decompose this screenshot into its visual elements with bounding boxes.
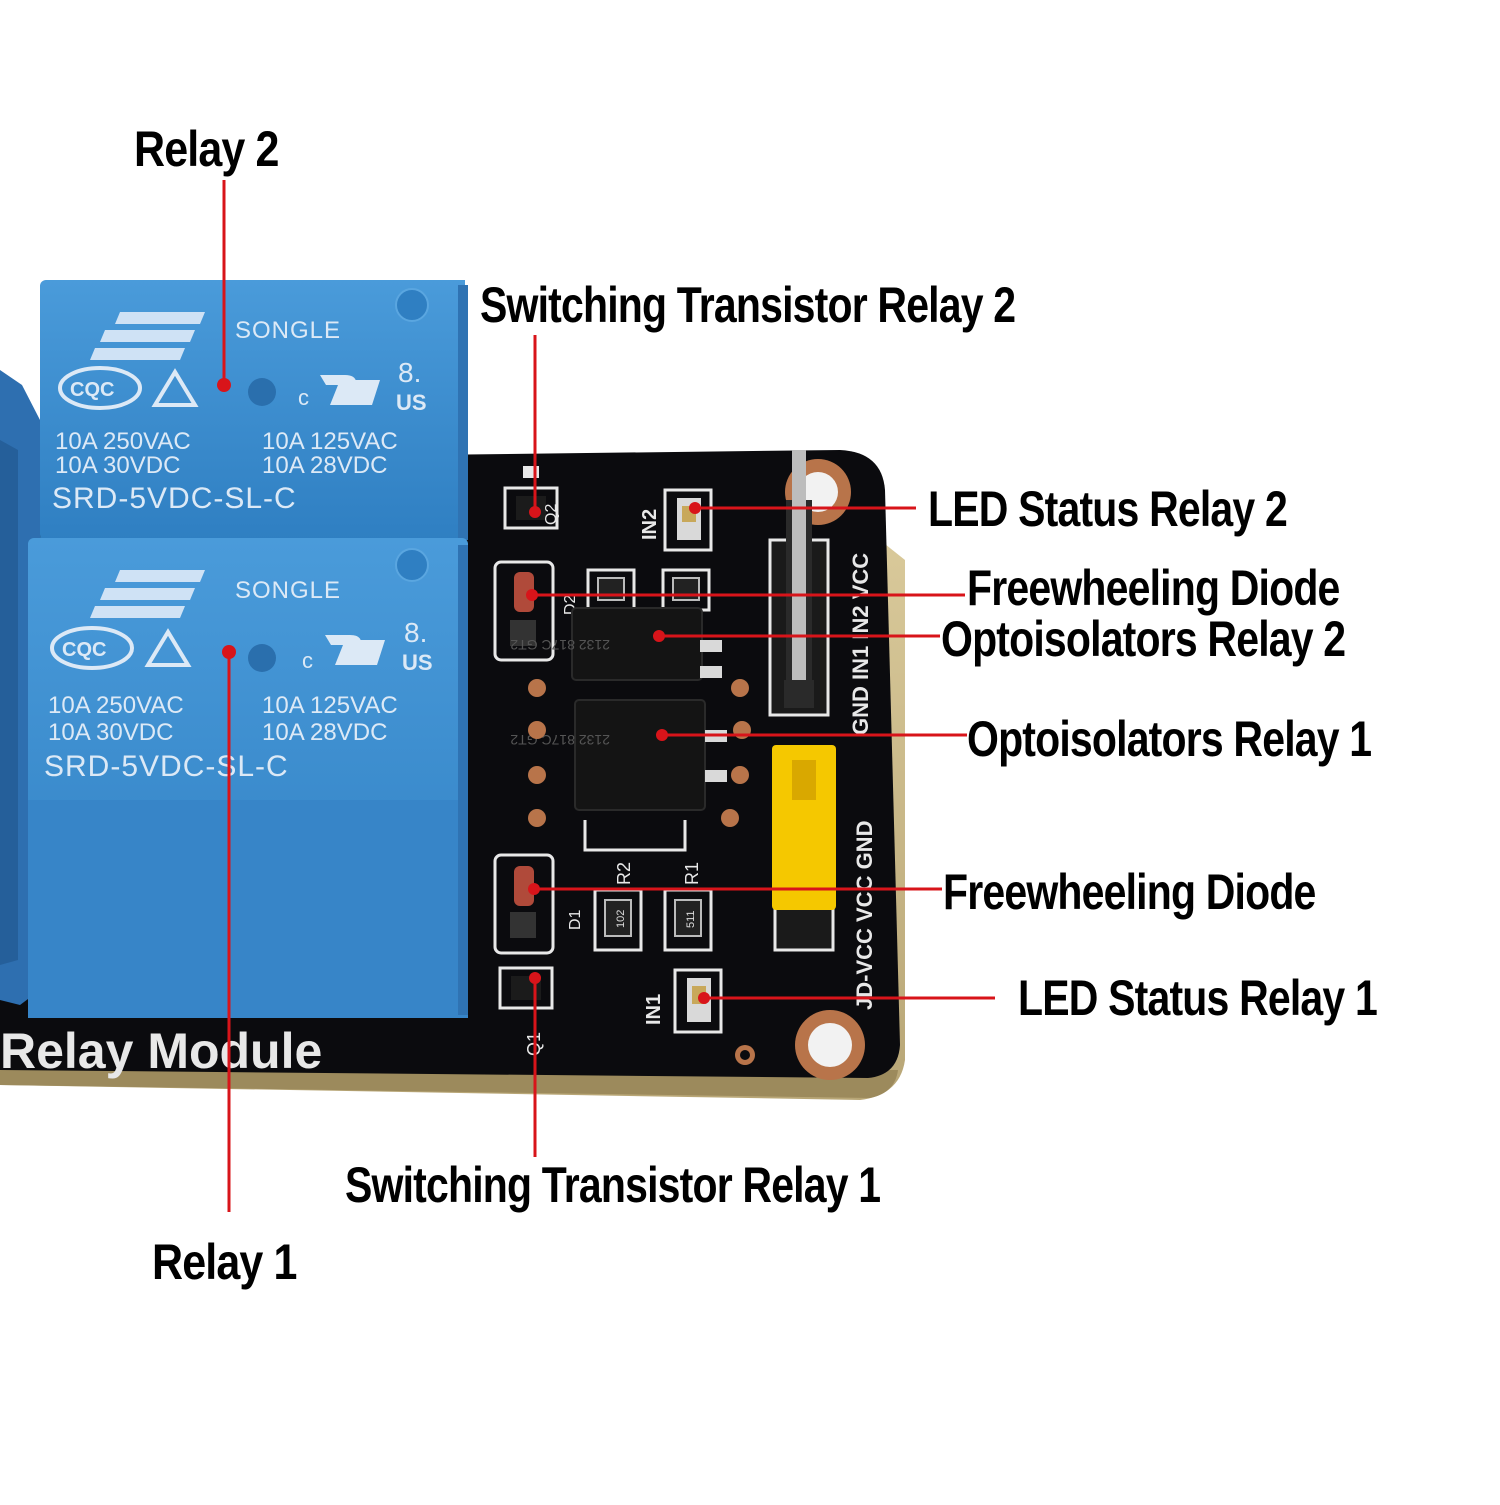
relay-2: SONGLE 8. US CQC c 10A 250VAC 10A 125VAC… bbox=[40, 280, 468, 540]
header-in-labels: GND IN1 IN2 VCC bbox=[848, 553, 873, 735]
relay-2-brand: SONGLE bbox=[235, 317, 341, 344]
callout-led-relay-2: LED Status Relay 2 bbox=[928, 481, 1288, 537]
pcb-components: Q2 IN2 D2 2132 817C GT2 bbox=[493, 450, 877, 1056]
relay-2-rating-2l: 10A 30VDC bbox=[55, 452, 180, 479]
relay-1-rating-2l: 10A 30VDC bbox=[48, 719, 173, 746]
opto-code-bottom: 2132 817C GT2 bbox=[510, 732, 610, 748]
callout-transistor-relay-2: Switching Transistor Relay 2 bbox=[480, 277, 1016, 333]
silkscreen-title: Relay Module bbox=[0, 1023, 322, 1079]
label-r2: R2 bbox=[614, 862, 634, 885]
resistor-lower-pair: 102 511 R2 R1 bbox=[593, 862, 713, 952]
relay-1-model: SRD-5VDC-SL-C bbox=[44, 750, 289, 783]
callout-relay-2: Relay 2 bbox=[134, 121, 279, 177]
resistor-code-upper: 511 bbox=[685, 910, 697, 928]
relay-2-rating-1l: 10A 250VAC bbox=[55, 428, 191, 455]
relay-1-rating-1r: 10A 125VAC bbox=[262, 692, 398, 719]
relay-2-mark: 8. bbox=[398, 357, 421, 388]
jumper-header: JD-VCC VCC GND bbox=[772, 745, 877, 1010]
diode-d1: D1 bbox=[493, 853, 584, 955]
relay-1-rating-1l: 10A 250VAC bbox=[48, 692, 184, 719]
callout-diode-lower: Freewheeling Diode bbox=[943, 864, 1316, 920]
header-power-labels: JD-VCC VCC GND bbox=[852, 821, 877, 1010]
relay-2-model: SRD-5VDC-SL-C bbox=[52, 482, 297, 515]
warning-triangle-icon bbox=[151, 368, 199, 407]
cqc-icon bbox=[58, 366, 142, 410]
relay-1-us: US bbox=[402, 650, 433, 675]
relay-1-cqc: CQC bbox=[62, 639, 106, 661]
songle-logo-icon bbox=[90, 312, 205, 360]
label-in1: IN1 bbox=[643, 994, 665, 1025]
songle-logo-icon bbox=[90, 570, 205, 618]
relay-2-us: US bbox=[396, 390, 427, 415]
relay-2-c: c bbox=[298, 385, 309, 410]
pad-column bbox=[528, 679, 751, 827]
callout-relay-1: Relay 1 bbox=[152, 1234, 297, 1290]
relay-2-rating-2r: 10A 28VDC bbox=[262, 452, 387, 479]
label-r1: R1 bbox=[682, 862, 702, 885]
callout-led-relay-1: LED Status Relay 1 bbox=[1018, 970, 1378, 1026]
opto-code-top: 2132 817C GT2 bbox=[510, 637, 610, 653]
ul-mark-icon bbox=[320, 375, 380, 405]
relay-1-c: c bbox=[302, 648, 313, 673]
relay-1-brand: SONGLE bbox=[235, 577, 341, 604]
relay-1: SONGLE 8. US CQC c 10A 250VAC 10A 125VAC… bbox=[28, 538, 468, 1018]
callout-lines bbox=[222, 180, 995, 1212]
label-d1: D1 bbox=[567, 909, 584, 930]
mounting-hole-bottom bbox=[795, 1010, 865, 1080]
ul-mark-icon bbox=[325, 635, 385, 665]
label-q2: Q2 bbox=[543, 504, 560, 525]
relay-1-mark: 8. bbox=[404, 617, 427, 648]
cqc-icon bbox=[50, 626, 134, 670]
input-header: GND IN1 IN2 VCC bbox=[768, 450, 873, 735]
callout-diode-upper: Freewheeling Diode bbox=[967, 560, 1340, 616]
optoisolator-relay-2: 2132 817C GT2 bbox=[510, 607, 722, 681]
label-in2: IN2 bbox=[639, 509, 661, 540]
warning-triangle-icon bbox=[144, 628, 192, 667]
relay-2-rating-1r: 10A 125VAC bbox=[262, 428, 398, 455]
resistor-code-lower: 102 bbox=[615, 910, 627, 928]
callout-dots bbox=[217, 378, 710, 1004]
relay-1-rating-2r: 10A 28VDC bbox=[262, 719, 387, 746]
relay-2-cqc: CQC bbox=[70, 379, 114, 401]
callout-optoisolators-relay-2: Optoisolators Relay 2 bbox=[941, 611, 1346, 667]
yellow-jumper[interactable] bbox=[772, 745, 836, 910]
callout-optoisolators-relay-1: Optoisolators Relay 1 bbox=[967, 711, 1372, 767]
callout-transistor-relay-1: Switching Transistor Relay 1 bbox=[345, 1157, 881, 1213]
